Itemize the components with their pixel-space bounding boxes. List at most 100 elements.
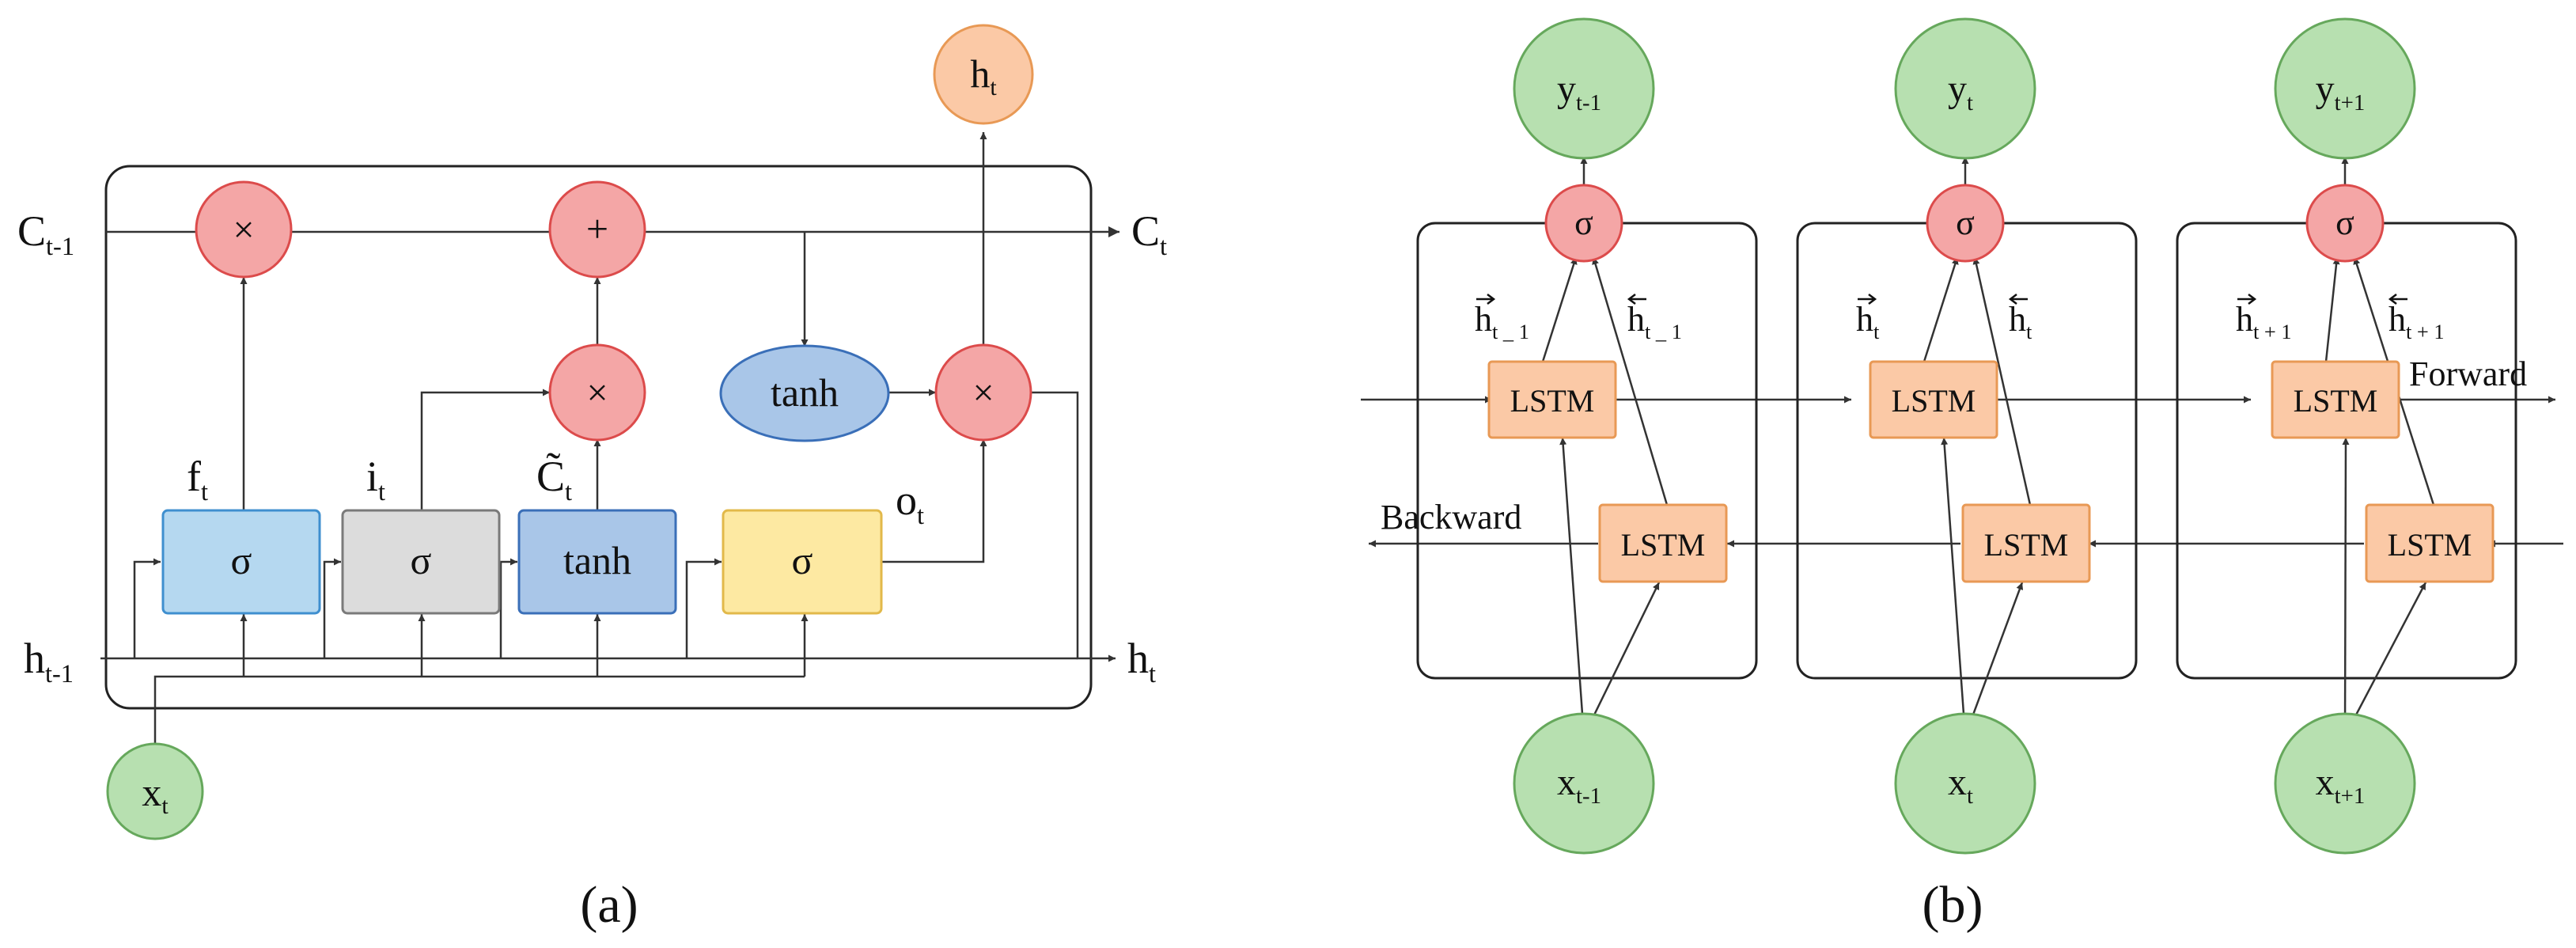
x-to-forward-line-t <box>1941 437 1967 737</box>
input-mult-symbol: × <box>586 372 608 414</box>
x-t-node <box>106 742 204 840</box>
h-to-input-line <box>323 558 341 658</box>
h-to-forget-line <box>133 558 161 658</box>
i-t-label: it <box>366 453 385 506</box>
input-gate-label: σ <box>411 538 432 582</box>
lstm-cell-frame <box>104 165 1093 710</box>
forward-lstm-box-t-minus-1 <box>1487 360 1617 439</box>
c-t-label: Ct <box>1131 207 1167 261</box>
backward-lstm-box-t-minus-1 <box>1598 503 1728 583</box>
tanh-ellipse <box>719 344 890 442</box>
backward-arrow-icon-t <box>2008 294 2028 305</box>
x-node-t <box>1894 712 2036 855</box>
forward-hidden-label-t-plus-1: ht + 1 <box>2236 300 2292 343</box>
mult-to-ht-right-line <box>1031 391 1116 662</box>
x-to-backward-line-t-plus-1 <box>2343 582 2427 737</box>
output-gate-label: σ <box>792 538 813 582</box>
forward-lstm-box-t <box>1869 360 1998 439</box>
forward-hidden-label-t-minus-1: ht _ 1 <box>1475 300 1529 343</box>
candidate-gate-box <box>517 509 677 615</box>
x-to-forward-line-t-plus-1 <box>2342 437 2350 737</box>
output-mult-node <box>934 343 1032 442</box>
backward-hidden-label-t-minus-1: ht _ 1 <box>1627 300 1682 343</box>
input-gate-box <box>341 509 501 615</box>
forget-gate-box <box>161 509 321 615</box>
h-prev-label: ht-1 <box>24 635 74 688</box>
backward-lstm-box-t-plus-1 <box>2365 503 2495 583</box>
output-mult-symbol: × <box>972 372 994 414</box>
backward-label: Backward <box>1381 498 1521 537</box>
forward-arrow-icon-t-plus-1 <box>2237 294 2257 305</box>
candidate-gate-label: tanh <box>563 538 631 582</box>
x-to-forward-line-t-minus-1 <box>1559 437 1585 737</box>
x-label-t-minus-1: xt-1 <box>1557 761 1601 809</box>
h-to-candidate-line <box>499 558 517 658</box>
forward-lstm-label-t-plus-1: LSTM <box>2294 383 2378 419</box>
y-node-t-plus-1 <box>2274 17 2416 160</box>
forward-arrow-icon-t <box>1858 294 1877 305</box>
backward-lstm-box-t <box>1961 503 2091 583</box>
panel-a-caption: (a) <box>580 876 638 934</box>
c-prev-label: Ct-1 <box>17 207 74 261</box>
panel-b: LSTM LSTM σ yt-1 xt-1 ht _ 1 ht _ 1 LSTM LSTM σ yt… <box>1361 17 2563 855</box>
add-symbol: + <box>586 207 608 251</box>
h-t-right-label: ht <box>1127 635 1156 688</box>
y-label-t-plus-1: yt+1 <box>2316 68 2366 116</box>
output-to-mult-line <box>882 439 987 563</box>
panel-a <box>100 132 1119 744</box>
y-node-t <box>1894 17 2036 160</box>
backward-lstm-label-t-plus-1: LSTM <box>2388 527 2472 563</box>
x-label-t-plus-1: xt+1 <box>2316 761 2366 809</box>
output-gate-box <box>722 509 883 615</box>
backward-to-sigma-line-t <box>1972 256 2032 506</box>
o-t-label: ot <box>896 476 924 530</box>
sigma-node-t <box>1926 184 2005 263</box>
x-to-backward-line-t-minus-1 <box>1582 582 1661 737</box>
forward-to-sigma-line-t-minus-1 <box>1541 256 1578 362</box>
forward-hidden-label-t: ht <box>1856 300 1880 343</box>
y-label-t: yt <box>1948 68 1973 116</box>
x-node-t-minus-1 <box>1513 712 1655 855</box>
tanh-ellipse-label: tanh <box>771 370 839 415</box>
backward-arrow-icon-t-plus-1 <box>2388 294 2407 305</box>
input-mult-node <box>548 343 646 442</box>
forget-mult-node <box>195 180 293 279</box>
x-node-t-plus-1 <box>2274 712 2416 855</box>
forward-lstm-label-t-minus-1: LSTM <box>1510 383 1595 419</box>
forward-lstm-label-t: LSTM <box>1892 383 1976 419</box>
h-t-top-label: ht <box>970 51 997 100</box>
forward-arrow-icon-t-minus-1 <box>1476 294 1496 305</box>
x-to-backward-line-t <box>1964 582 2024 737</box>
backward-to-sigma-line-t-minus-1 <box>1592 256 1669 506</box>
add-node <box>548 180 646 279</box>
x-label-t: xt <box>1948 761 1973 809</box>
bilstm-frame-t <box>1796 222 2138 680</box>
panel-a-nodes: σ σ tanh σ × + × × tanh xt ht Ct-1 Ct ht… <box>17 24 1167 934</box>
sigma-node-t-plus-1 <box>2305 184 2385 263</box>
c-tilde-label: C̃t <box>536 453 572 506</box>
input-to-mult-line <box>420 389 550 510</box>
f-t-label: ft <box>187 453 208 506</box>
backward-arrow-icon-t-minus-1 <box>1627 294 1646 305</box>
forward-label: Forward <box>2409 355 2527 393</box>
panel-b-caption: (b) <box>1923 876 1983 934</box>
sigma-label-t-minus-1: σ <box>1574 203 1593 242</box>
sigma-label-t-plus-1: σ <box>2335 203 2354 242</box>
backward-lstm-label-t-minus-1: LSTM <box>1621 527 1706 563</box>
sigma-node-t-minus-1 <box>1544 184 1623 263</box>
forward-to-sigma-line-t-plus-1 <box>2324 256 2340 362</box>
backward-hidden-label-t-plus-1: ht + 1 <box>2388 300 2445 343</box>
x-bus-line <box>153 675 805 744</box>
x-t-label: xt <box>142 770 169 819</box>
backward-hidden-label-t: ht <box>2009 300 2032 343</box>
backward-lstm-label-t: LSTM <box>1984 527 2069 563</box>
forward-lstm-box-t-plus-1 <box>2271 360 2400 439</box>
h-t-top-node <box>933 24 1034 125</box>
forget-mult-symbol: × <box>233 209 254 251</box>
y-label-t-minus-1: yt-1 <box>1557 68 1601 116</box>
sigma-label-t: σ <box>1956 203 1975 242</box>
h-to-output-line <box>685 558 722 658</box>
forward-to-sigma-line-t <box>1923 256 1959 362</box>
bilstm-frame-t-minus-1 <box>1416 222 1758 680</box>
